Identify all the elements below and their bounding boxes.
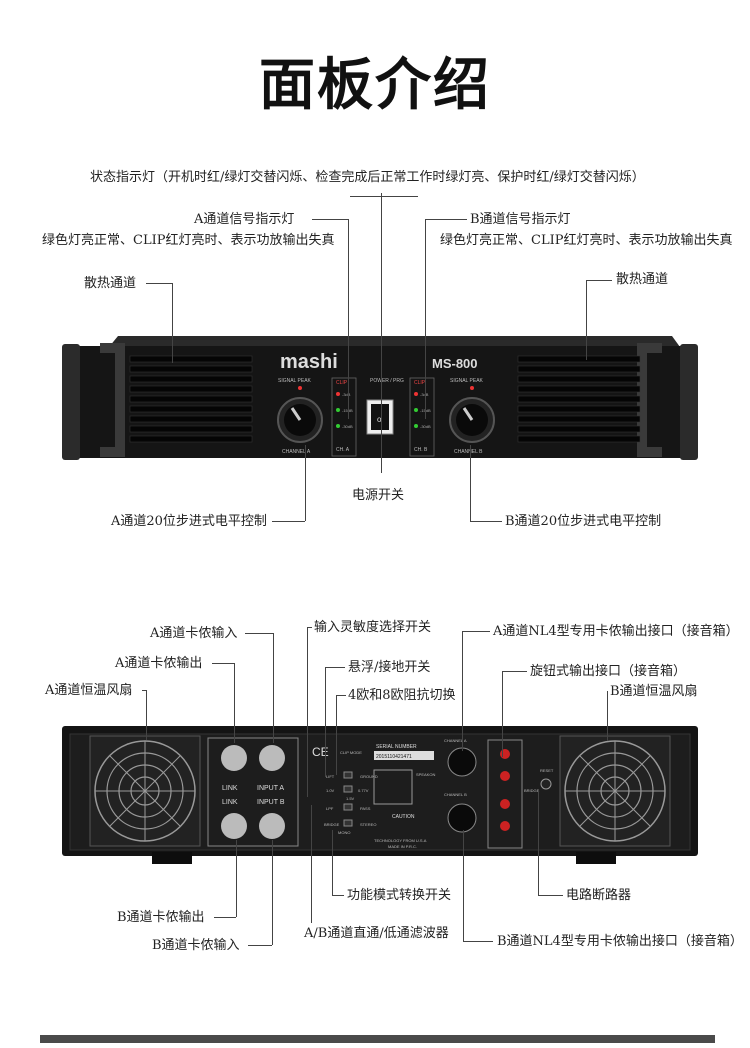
b-signal-title: B通道信号指示灯 bbox=[470, 212, 571, 227]
svg-text:TECHNOLOGY FROM U.S.A: TECHNOLOGY FROM U.S.A bbox=[374, 838, 427, 843]
svg-text:CHANNEL A: CHANNEL A bbox=[282, 449, 311, 455]
status-led-label: 状态指示灯（开机时红/绿灯交替闪烁、检查完成后正常工作时绿灯亮、保护时红/绿灯交… bbox=[90, 170, 645, 185]
ground-lift-switch[interactable] bbox=[343, 771, 353, 779]
svg-text:o: o bbox=[377, 415, 382, 424]
xlr-input-b[interactable] bbox=[259, 813, 285, 839]
front-panel-image: mashi MS-800 SIGNAL PEAK SIGNAL PEAK POW… bbox=[62, 336, 698, 460]
svg-text:INPUT A: INPUT A bbox=[257, 785, 284, 792]
impedance-label: 4欧和8欧阻抗切换 bbox=[348, 688, 456, 703]
b-xlr-in-label: B通道卡侬输入 bbox=[152, 938, 240, 953]
svg-text:PASS: PASS bbox=[360, 806, 371, 811]
power-switch[interactable]: o bbox=[366, 399, 394, 435]
binding-post[interactable] bbox=[500, 771, 510, 781]
svg-text:MADE IN P.R.C.: MADE IN P.R.C. bbox=[388, 844, 417, 849]
svg-text:MONO: MONO bbox=[338, 830, 350, 835]
svg-text:INPUT B: INPUT B bbox=[257, 799, 285, 806]
svg-text:CLIP: CLIP bbox=[414, 380, 426, 386]
svg-text:CLIP: CLIP bbox=[336, 380, 348, 386]
rear-panel-image: LINK INPUT A LINK INPUT B CE CLIP MODE L… bbox=[62, 726, 698, 864]
svg-text:LINK: LINK bbox=[222, 799, 238, 806]
svg-text:0.77V: 0.77V bbox=[358, 788, 369, 793]
b-level-label: B通道20位步进式电平控制 bbox=[505, 514, 662, 529]
channel-a-knob[interactable] bbox=[277, 397, 323, 443]
svg-text:SIGNAL PEAK: SIGNAL PEAK bbox=[450, 378, 484, 384]
xlr-link-a[interactable] bbox=[221, 745, 247, 771]
svg-text:-30dB: -30dB bbox=[342, 424, 353, 429]
svg-text:-15dB: -15dB bbox=[342, 408, 353, 413]
binding-post[interactable] bbox=[500, 799, 510, 809]
svg-text:-30dB: -30dB bbox=[420, 424, 431, 429]
svg-text:STEREO: STEREO bbox=[360, 822, 376, 827]
binding-post[interactable] bbox=[500, 821, 510, 831]
svg-text:-3dB: -3dB bbox=[420, 392, 429, 397]
svg-text:CLIP MODE: CLIP MODE bbox=[340, 750, 362, 755]
ground-lift-label: 悬浮/接地开关 bbox=[348, 660, 431, 675]
svg-text:GROUND: GROUND bbox=[360, 774, 378, 779]
svg-text:CH. B: CH. B bbox=[414, 447, 428, 453]
vent-right-label: 散热通道 bbox=[616, 272, 669, 287]
b-nl4-label: B通道NL4型专用卡侬输出接口（接音箱） bbox=[497, 934, 743, 949]
svg-text:2015110421471: 2015110421471 bbox=[376, 754, 412, 760]
svg-text:LINK: LINK bbox=[222, 785, 238, 792]
nl4-b[interactable] bbox=[447, 803, 477, 833]
a-xlr-out-label: A通道卡侬输出 bbox=[115, 656, 203, 671]
svg-text:LPF: LPF bbox=[326, 806, 334, 811]
svg-text:CHANNEL B: CHANNEL B bbox=[444, 792, 467, 797]
svg-text:1.5V: 1.5V bbox=[346, 796, 355, 801]
a-signal-title: A通道信号指示灯 bbox=[194, 212, 295, 227]
footer-divider bbox=[40, 1035, 715, 1043]
reset-breaker[interactable] bbox=[540, 778, 552, 790]
svg-text:-3dB: -3dB bbox=[342, 392, 351, 397]
svg-text:CAUTION: CAUTION bbox=[392, 814, 415, 820]
b-signal-desc: 绿色灯亮正常、CLIP红灯亮时、表示功放输出失真 bbox=[440, 233, 733, 248]
nl4-a[interactable] bbox=[447, 747, 477, 777]
mode-switch[interactable] bbox=[343, 819, 353, 827]
b-fan-label: B通道恒温风扇 bbox=[610, 684, 698, 699]
sensitivity-label: 输入灵敏度选择开关 bbox=[314, 620, 432, 635]
svg-text:CH. A: CH. A bbox=[336, 447, 350, 453]
a-level-label: A通道20位步进式电平控制 bbox=[111, 514, 267, 529]
svg-text:BRIDGE: BRIDGE bbox=[324, 822, 340, 827]
b-xlr-out-label: B通道卡侬输出 bbox=[117, 910, 205, 925]
sensitivity-switch[interactable] bbox=[343, 785, 353, 793]
xlr-link-b[interactable] bbox=[221, 813, 247, 839]
binding-post-label: 旋钮式输出接口（接音箱） bbox=[530, 664, 687, 679]
a-fan-label: A通道恒温风扇 bbox=[45, 683, 133, 698]
svg-text:SIGNAL PEAK: SIGNAL PEAK bbox=[278, 378, 312, 384]
power-switch-label: 电源开关 bbox=[352, 488, 405, 503]
a-nl4-label: A通道NL4型专用卡侬输出接口（接音箱） bbox=[493, 624, 739, 639]
svg-text:RESET: RESET bbox=[540, 768, 554, 773]
svg-text:SERIAL NUMBER: SERIAL NUMBER bbox=[376, 744, 417, 750]
svg-text:BRIDGE: BRIDGE bbox=[524, 788, 540, 793]
svg-text:SPEAKON: SPEAKON bbox=[416, 772, 435, 777]
svg-text:CE: CE bbox=[312, 745, 329, 759]
function-mode-label: 功能模式转换开关 bbox=[347, 888, 452, 903]
filter-label: A/B通道直通/低通滤波器 bbox=[304, 926, 449, 941]
svg-text:LIFT: LIFT bbox=[326, 774, 335, 779]
channel-b-knob[interactable] bbox=[449, 397, 495, 443]
fan-a-icon bbox=[89, 735, 201, 847]
svg-text:POWER / PRG: POWER / PRG bbox=[370, 378, 404, 384]
a-xlr-in-label: A通道卡侬输入 bbox=[150, 626, 238, 641]
vent-left-label: 散热通道 bbox=[84, 276, 137, 291]
svg-text:CHANNEL A: CHANNEL A bbox=[444, 738, 467, 743]
filter-switch[interactable] bbox=[343, 803, 353, 811]
breaker-label: 电路断路器 bbox=[566, 888, 632, 903]
model-label: MS-800 bbox=[432, 356, 478, 371]
page-title: 面板介绍 bbox=[259, 53, 491, 118]
a-signal-desc: 绿色灯亮正常、CLIP红灯亮时、表示功放输出失真 bbox=[42, 233, 335, 248]
svg-text:1.0V: 1.0V bbox=[326, 788, 335, 793]
fan-b-icon bbox=[559, 735, 671, 847]
brand-logo: mashi bbox=[280, 351, 338, 373]
xlr-input-a[interactable] bbox=[259, 745, 285, 771]
svg-text:CHANNEL B: CHANNEL B bbox=[454, 449, 483, 455]
